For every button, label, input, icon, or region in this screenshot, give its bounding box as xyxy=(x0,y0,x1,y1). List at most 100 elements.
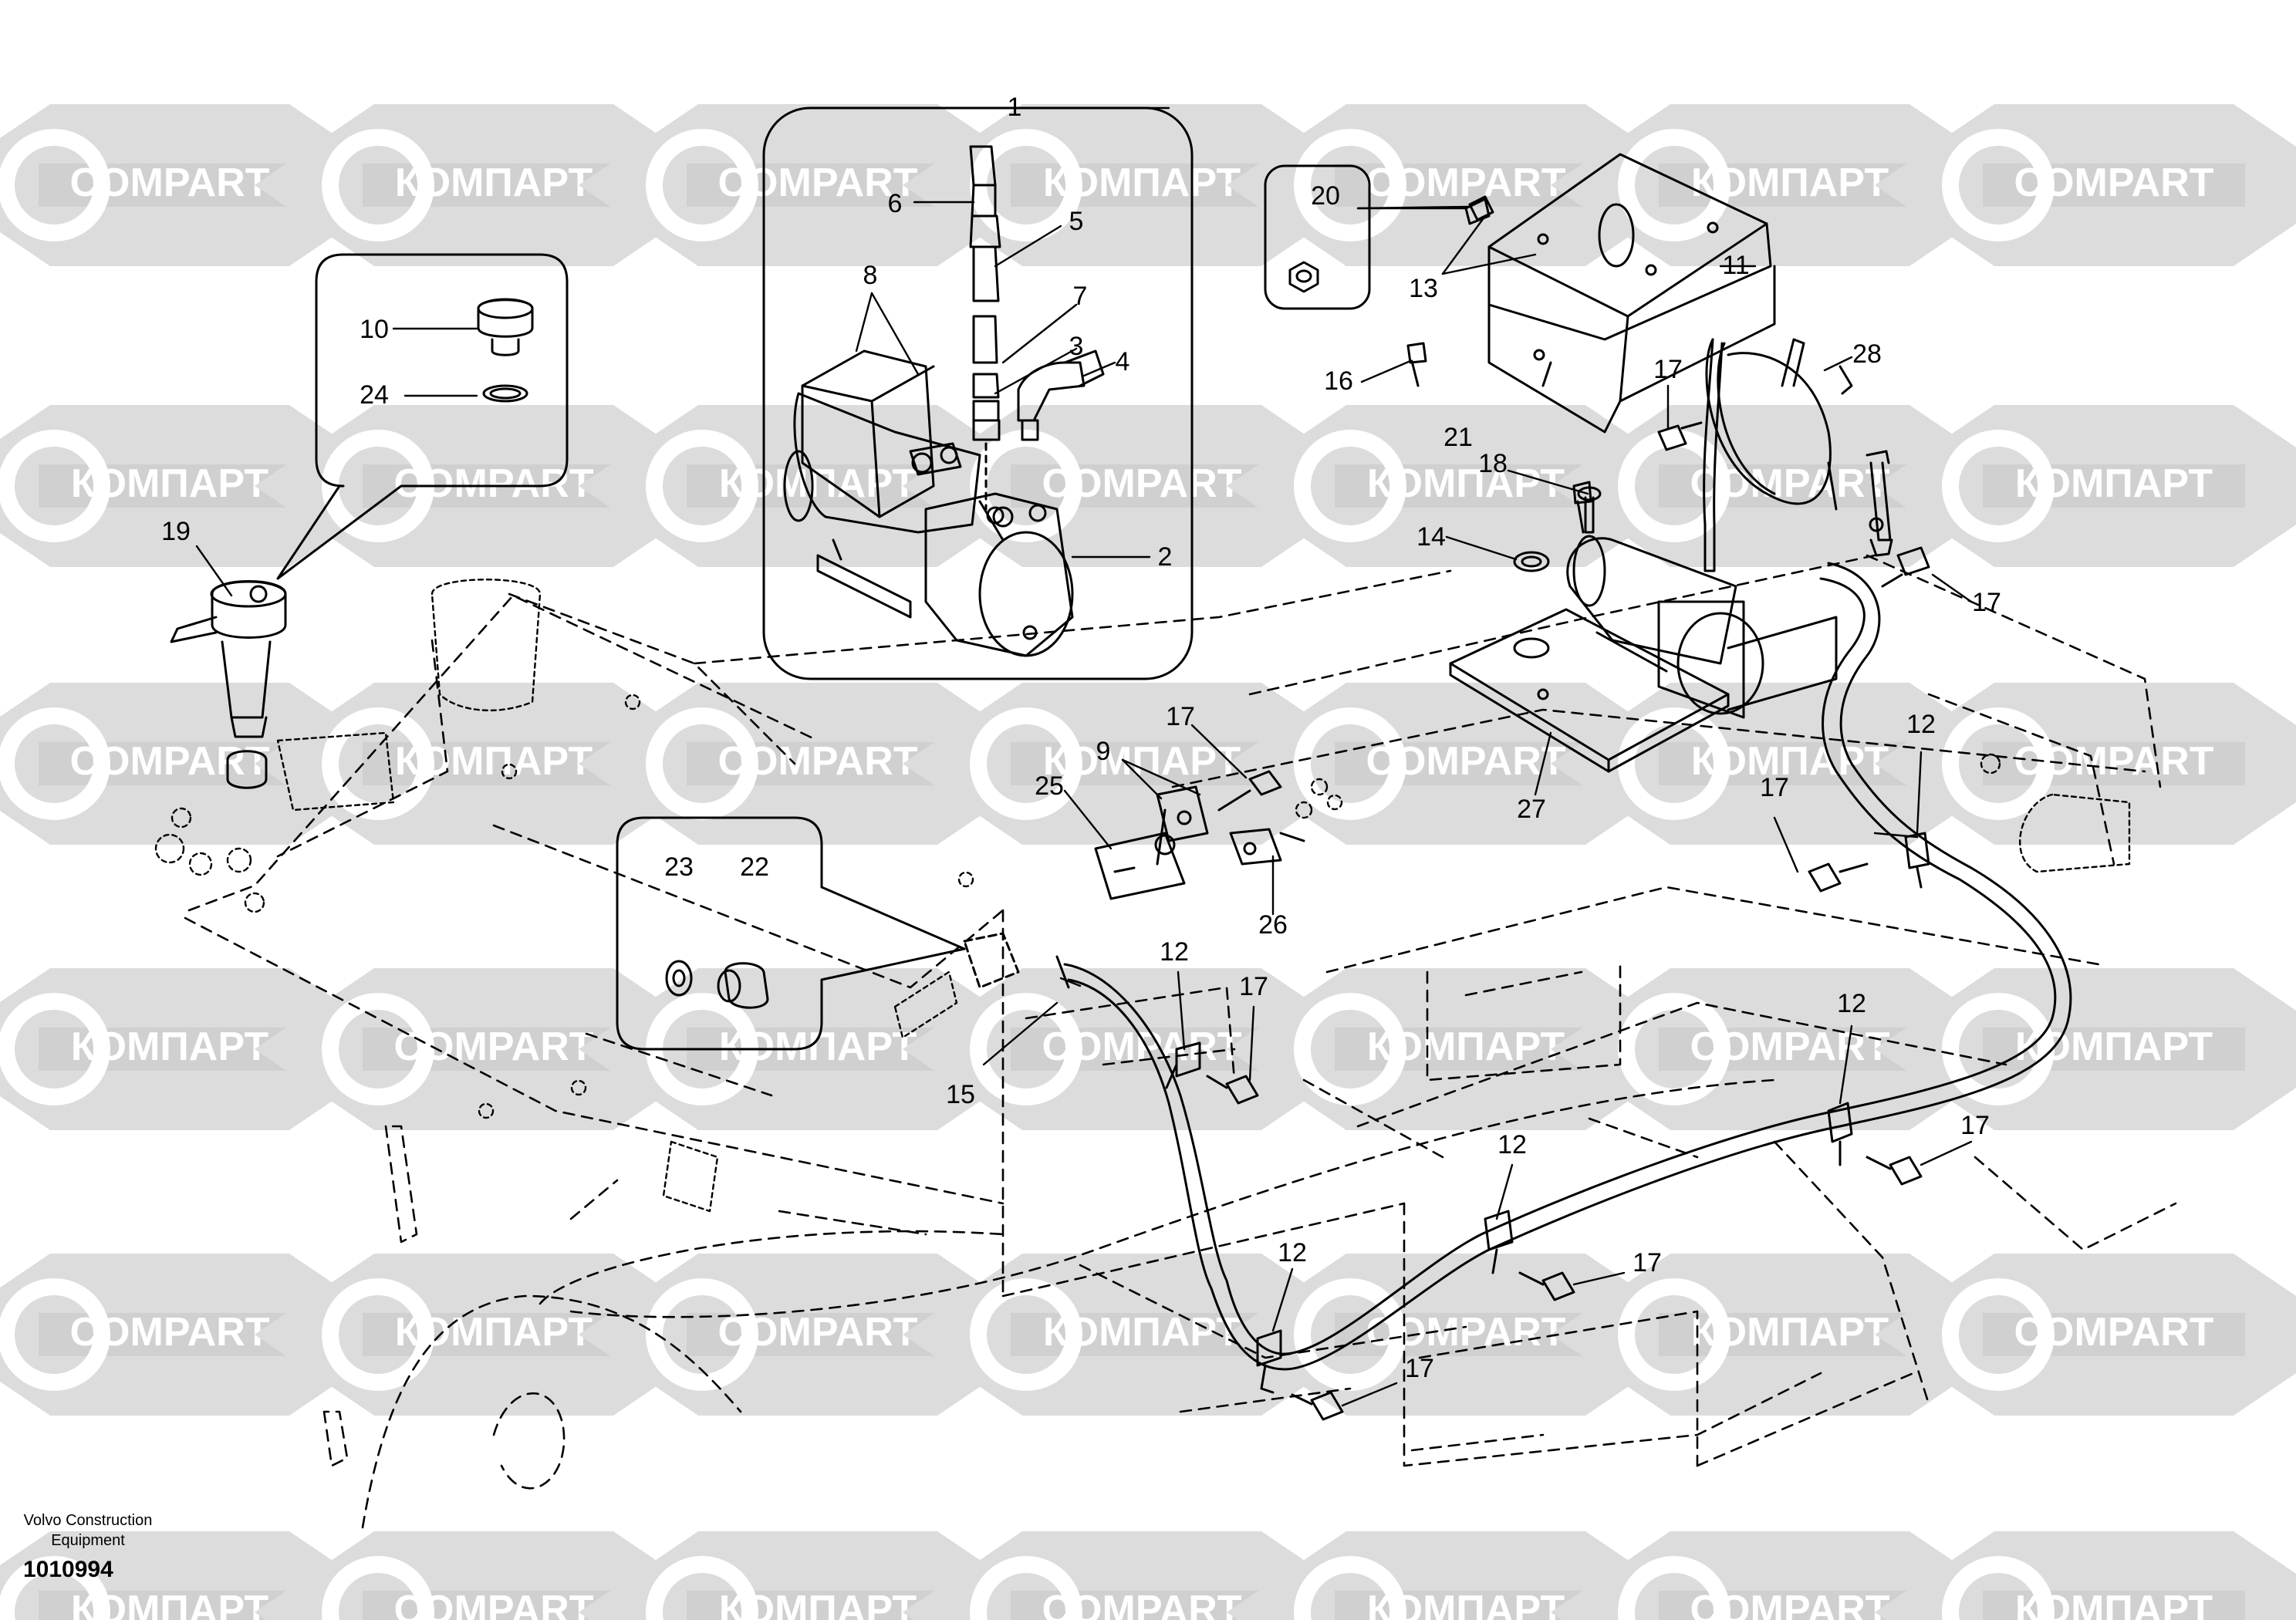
watermark-text: КОМПАРТ xyxy=(1043,1310,1241,1355)
watermark-text: COMPART xyxy=(1690,1588,1889,1620)
watermark-tile: COMPART xyxy=(579,104,1057,266)
callout-c6: 6 xyxy=(888,189,903,218)
callout-c13: 13 xyxy=(1409,274,1438,303)
watermark-text: COMPART xyxy=(2014,739,2213,784)
watermark-text: КОМПАРТ xyxy=(719,1588,917,1620)
watermark-tile: КОМПАРТ xyxy=(1227,405,1705,567)
watermark-tile: КОМПАРТ xyxy=(903,104,1381,266)
watermark-text: КОМПАРТ xyxy=(2015,461,2213,506)
watermark-tile: COMPART xyxy=(255,405,733,567)
washer-hose-15 xyxy=(1055,562,2072,1371)
callout-c17e: 17 xyxy=(1239,972,1268,1001)
watermark-tile: COMPART xyxy=(1551,968,2029,1130)
watermark-tile: COMPART xyxy=(579,683,1057,845)
watermark-tile: КОМПАРТ xyxy=(579,1531,1057,1620)
callout-c12d: 12 xyxy=(1278,1238,1307,1267)
callout-c5: 5 xyxy=(1069,207,1084,236)
watermark-tile: КОМПАРТ xyxy=(1551,1254,2029,1416)
callout-c4: 4 xyxy=(1116,347,1130,376)
watermark-tile: КОМПАРТ xyxy=(0,968,409,1130)
mount-plate-27 xyxy=(1449,535,1838,773)
callout-c16: 16 xyxy=(1324,366,1353,396)
detail-box-22-23 xyxy=(616,816,966,1051)
watermark-text: COMPART xyxy=(393,461,593,506)
engine-outline-dashed xyxy=(322,1078,1776,1529)
detail-box-10-24 xyxy=(276,253,569,580)
watermark-text: КОМПАРТ xyxy=(719,461,917,506)
watermark-text: COMPART xyxy=(69,739,269,784)
callout-c18: 18 xyxy=(1478,449,1508,478)
callout-c7: 7 xyxy=(1073,282,1088,311)
watermark-tile: COMPART xyxy=(255,1531,733,1620)
watermark-text: COMPART xyxy=(1366,739,1565,784)
watermark-tile: КОМПАРТ xyxy=(1875,405,2296,567)
watermark-text: КОМПАРТ xyxy=(71,461,268,506)
watermark-tile: КОМПАРТ xyxy=(579,405,1057,567)
watermark-tile: COMPART xyxy=(1227,1254,1705,1416)
watermark-text: КОМПАРТ xyxy=(1043,739,1241,784)
cap-and-oring xyxy=(477,298,534,403)
callout-c19: 19 xyxy=(161,517,191,546)
callout-c8: 8 xyxy=(863,261,878,290)
tank-port xyxy=(963,932,1020,989)
callout-c14: 14 xyxy=(1416,522,1446,552)
watermark-tile: COMPART xyxy=(0,1254,409,1416)
callout-c28: 28 xyxy=(1852,339,1882,369)
watermark-tile: COMPART xyxy=(903,968,1381,1130)
callout-c21: 21 xyxy=(1443,423,1473,452)
watermark-text: COMPART xyxy=(718,160,917,205)
callout-c12a: 12 xyxy=(1906,710,1936,739)
hose-coil-28 xyxy=(1703,338,1893,572)
watermark-text: COMPART xyxy=(69,1310,269,1355)
watermark-text: COMPART xyxy=(1366,160,1565,205)
watermark-text: COMPART xyxy=(1366,1310,1565,1355)
watermark-text: COMPART xyxy=(1690,1024,1889,1069)
watermark-text: КОМПАРТ xyxy=(1691,739,1889,784)
watermark-tile: COMPART xyxy=(903,405,1381,567)
watermark-tile: КОМПАРТ xyxy=(903,683,1381,845)
watermark-text: КОМПАРТ xyxy=(1043,160,1241,205)
watermark-text: COMPART xyxy=(718,1310,917,1355)
bracket-11 xyxy=(1464,153,1776,434)
callout-c17c: 17 xyxy=(1166,702,1195,731)
watermark-tile: КОМПАРТ xyxy=(1875,1531,2296,1620)
watermark-text: COMPART xyxy=(2014,160,2213,205)
callout-c17d: 17 xyxy=(1760,773,1789,802)
watermark-text: КОМПАРТ xyxy=(719,1024,917,1069)
callout-c1: 1 xyxy=(1008,93,1022,122)
watermark-tile: КОМПАРТ xyxy=(1227,1531,1705,1620)
watermark-text: COMPART xyxy=(1042,1588,1241,1620)
watermark-text: КОМПАРТ xyxy=(1367,461,1565,506)
watermark-tile: COMPART xyxy=(255,968,733,1130)
manufacturer-name: Volvo Construction Equipment xyxy=(23,1512,153,1549)
leader-lines xyxy=(195,106,1973,1407)
watermark-text: КОМПАРТ xyxy=(2015,1588,2213,1620)
watermark-tile: КОМПАРТ xyxy=(1227,968,1705,1130)
watermark-tile: COMPART xyxy=(579,1254,1057,1416)
watermark-text: КОМПАРТ xyxy=(1691,1310,1889,1355)
watermark-tile: COMPART xyxy=(0,683,409,845)
watermark-text: COMPART xyxy=(718,739,917,784)
hardware-dashed-clusters xyxy=(154,579,2131,1213)
watermark-tile: COMPART xyxy=(1551,405,2029,567)
watermark-text: COMPART xyxy=(69,160,269,205)
callout-c17h: 17 xyxy=(1405,1354,1434,1383)
watermark-text: КОМПАРТ xyxy=(395,160,593,205)
grommet-14 xyxy=(1513,551,1550,572)
watermark-text: COMPART xyxy=(393,1024,593,1069)
callout-c23: 23 xyxy=(664,852,694,882)
watermark-tile: COMPART xyxy=(1875,1254,2296,1416)
watermark-tile: COMPART xyxy=(1227,683,1705,845)
watermark-text: КОМПАРТ xyxy=(1367,1024,1565,1069)
watermark-tile: КОМПАРТ xyxy=(579,968,1057,1130)
washer-23-plug-22 xyxy=(665,960,769,1009)
watermark-tile: COMPART xyxy=(0,104,409,266)
watermark-text: COMPART xyxy=(1690,461,1889,506)
watermark-tile: COMPART xyxy=(1875,104,2296,266)
watermark-tile: КОМПАРТ xyxy=(0,405,409,567)
callout-c20: 20 xyxy=(1311,181,1340,211)
clips-9-25-26 xyxy=(1094,785,1305,900)
